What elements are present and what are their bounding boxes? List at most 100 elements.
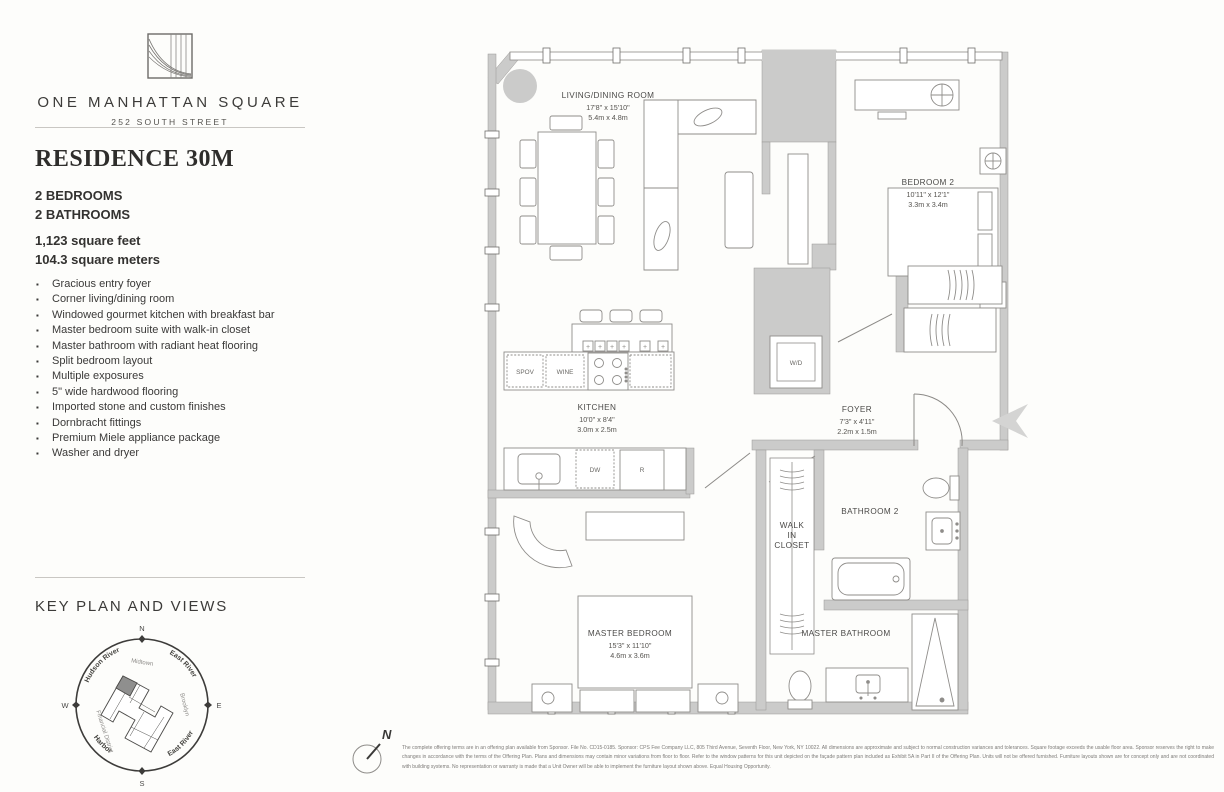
feature-item: Multiple exposures — [35, 369, 275, 385]
walk-in-closet-fixtures — [769, 457, 815, 655]
toilet — [922, 477, 950, 499]
closet — [907, 265, 1003, 305]
compass-circle — [75, 638, 209, 772]
compass-tick-north — [138, 635, 146, 643]
shower — [911, 613, 959, 711]
feature-item: Premium Miele appliance package — [35, 431, 275, 447]
foyer-dim-m: 2.2m x 1.5m — [837, 427, 877, 436]
compass-tick-west — [72, 701, 80, 709]
brand-address: 252 SOUTH STREET — [111, 117, 229, 127]
svg-text:+: + — [610, 344, 614, 351]
residence-title: RESIDENCE 30M — [35, 146, 235, 172]
master-bathroom-fixtures — [787, 613, 959, 711]
kitchen-dim-ft: 10'0" x 8'4" — [579, 415, 615, 424]
master-bed — [577, 595, 693, 689]
master-bedroom-dim-ft: 15'3" x 11'10" — [609, 641, 652, 650]
svg-text:+: + — [586, 344, 590, 351]
walk-in-closet-label-2: IN — [788, 531, 797, 540]
kitchen-label: KITCHEN — [578, 403, 617, 412]
foyer-dim-ft: 7'3" x 4'11" — [840, 417, 875, 426]
keyplan-brooklyn-label: Brooklyn — [178, 693, 189, 717]
feature-item: Washer and dryer — [35, 446, 275, 462]
compass-e-label: E — [216, 701, 221, 710]
svg-text:East River: East River — [167, 730, 195, 758]
kitchen-dim-m: 3.0m x 2.5m — [577, 425, 617, 434]
compass-n-label: N — [139, 624, 144, 633]
window-mullions — [542, 47, 976, 64]
divider — [35, 577, 305, 578]
bathroom2-label: BATHROOM 2 — [841, 507, 899, 516]
room-labels: LIVING/DINING ROOM 17'8" x 15'10" 5.4m x… — [516, 91, 954, 660]
keyplan-east-river-se-label: East River — [167, 730, 195, 758]
walk-in-closet-label-1: WALK — [780, 521, 805, 530]
dishwasher — [575, 449, 615, 489]
media-cabinet — [787, 153, 809, 265]
console-table — [724, 171, 754, 249]
bathrooms-count: 2 BATHROOMS — [35, 207, 131, 222]
feature-item: Split bedroom layout — [35, 354, 275, 370]
area-square-meters: 104.3 square meters — [35, 252, 161, 267]
kitchen-fixtures: + + + + + + — [503, 309, 687, 491]
round-column — [503, 69, 537, 103]
legal-disclaimer: The complete offering terms are in an of… — [402, 745, 1214, 770]
wd-label: W/D — [790, 360, 803, 367]
r-label: R — [640, 467, 645, 474]
spov-label: SPOV — [516, 369, 534, 376]
feature-item: Dornbracht fittings — [35, 416, 275, 432]
entry-door — [913, 393, 963, 447]
keyplan-title: KEY PLAN AND VIEWS — [35, 598, 229, 615]
svg-text:+: + — [643, 344, 647, 351]
compass-w-label: W — [61, 701, 69, 710]
bedroom2-furniture — [854, 79, 1007, 353]
feature-item: Windowed gourmet kitchen with breakfast … — [35, 308, 275, 324]
bed-bath-count: 2 BEDROOMS 2 BATHROOMS — [35, 186, 130, 224]
compass-s-label: S — [139, 779, 144, 788]
north-arrow-compass: N — [352, 727, 392, 774]
area-block: 1,123 square feet 104.3 square meters — [35, 231, 160, 269]
oms-logo-icon — [147, 33, 193, 79]
living-dining-label: LIVING/DINING ROOM — [562, 91, 655, 100]
toilet — [788, 670, 812, 702]
walk-in-closet-label-3: CLOSET — [774, 541, 809, 550]
wine-label: WINE — [557, 369, 574, 376]
svg-text:+: + — [598, 344, 602, 351]
svg-text:+: + — [661, 344, 665, 351]
feature-item: Corner living/dining room — [35, 292, 275, 308]
master-bedroom-furniture — [513, 511, 739, 713]
feature-list: Gracious entry foyer Corner living/dinin… — [35, 277, 275, 462]
foyer-label: FOYER — [842, 405, 872, 414]
armchair — [513, 515, 573, 569]
washer-dryer-closet — [769, 335, 823, 389]
living-dining-dim-ft: 17'8" x 15'10" — [586, 103, 630, 112]
feature-item: Master bedroom suite with walk-in closet — [35, 323, 275, 339]
compass-tick-south — [138, 767, 146, 775]
feature-item: 5" wide hardwood flooring — [35, 385, 275, 401]
cooktop — [587, 352, 629, 391]
living-dining-furniture — [503, 69, 809, 271]
bedroom2-dim-ft: 10'11" x 12'1" — [907, 190, 950, 199]
dresser — [585, 511, 685, 541]
living-dining-dim-m: 5.4m x 4.8m — [588, 113, 628, 122]
keyplan-compass-diagram: N S W E Hudson River East River East Riv… — [61, 624, 221, 788]
feature-item: Master bathroom with radiant heat floori… — [35, 339, 275, 355]
north-letter: N — [382, 727, 392, 742]
entry-direction-arrow-icon — [992, 404, 1028, 438]
feature-item: Gracious entry foyer — [35, 277, 275, 293]
bathroom2-fixtures — [831, 475, 961, 601]
bedroom2-dim-m: 3.3m x 3.4m — [908, 200, 948, 209]
bedroom2-label: BEDROOM 2 — [902, 178, 955, 187]
unit-highlight — [115, 675, 138, 697]
building-footprint — [100, 675, 174, 753]
area-square-feet: 1,123 square feet — [35, 233, 141, 248]
bedrooms-count: 2 BEDROOMS — [35, 188, 123, 203]
keyplan-midtown-label: Midtown — [131, 658, 154, 667]
master-bedroom-label: MASTER BEDROOM — [588, 629, 672, 638]
brand-name: ONE MANHATTAN SQUARE — [37, 94, 303, 111]
feature-item: Imported stone and custom finishes — [35, 400, 275, 416]
divider — [35, 127, 305, 128]
dining-table — [537, 131, 597, 245]
master-bedroom-dim-m: 4.6m x 3.6m — [610, 651, 650, 660]
master-bathroom-label: MASTER BATHROOM — [801, 629, 890, 638]
dw-label: DW — [590, 467, 602, 474]
